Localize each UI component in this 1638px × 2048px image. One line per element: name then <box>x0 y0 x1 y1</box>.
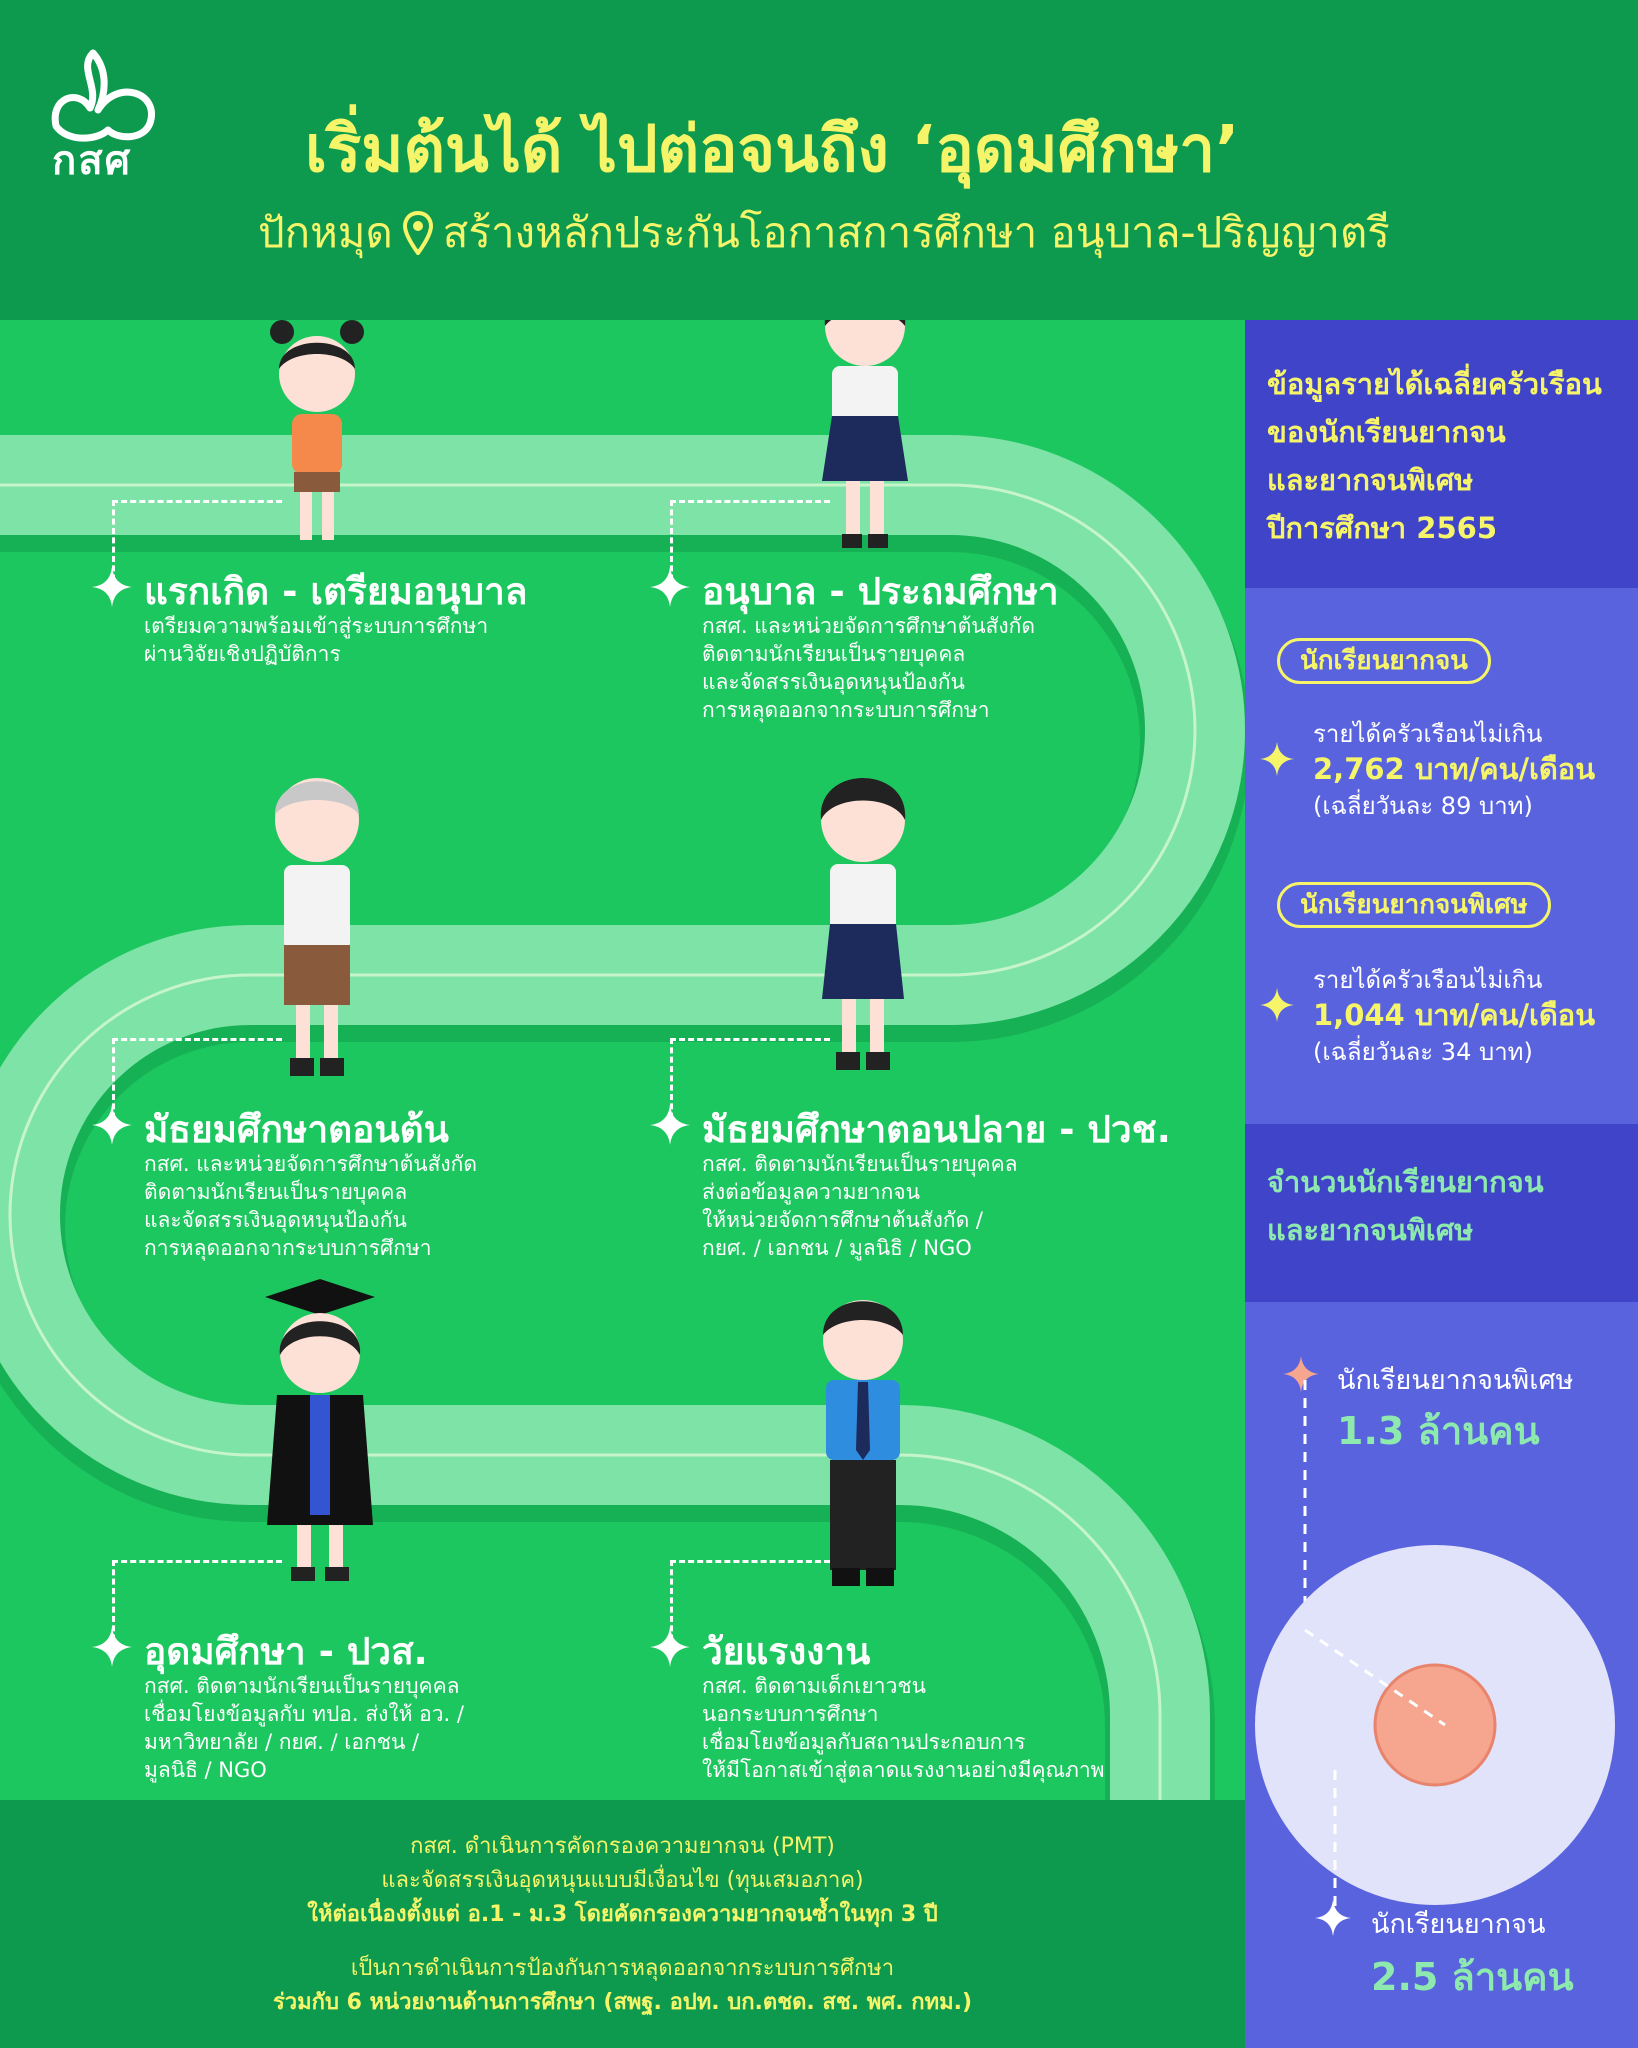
poor-income-note: (เฉลี่ยวันละ 89 บาท) <box>1313 792 1533 820</box>
extreme-pill: นักเรียนยากจนพิเศษ <box>1277 882 1551 928</box>
income-heading-line-3: และยากจนพิเศษ <box>1267 463 1474 497</box>
footer-line-4: เป็นการดำเนินการป้องกันการหลุดออกจากระบบ… <box>350 1956 895 1981</box>
connector-4 <box>670 1038 830 1128</box>
stage-desc-higher-education: กสศ. ติดตามนักเรียนเป็นรายบุคคล เชื่อมโย… <box>144 1674 464 1782</box>
footer: กสศ. ดำเนินการคัดกรองความยากจน (PMT) และ… <box>0 1800 1245 2048</box>
footer-line-1: กสศ. ดำเนินการคัดกรองความยากจน (PMT) <box>410 1834 835 1859</box>
count-extreme-label: นักเรียนยากจนพิเศษ <box>1337 1365 1574 1396</box>
sparkle-icon <box>650 1627 690 1667</box>
sparkle-icon <box>650 1105 690 1145</box>
toddler-figure <box>270 320 364 540</box>
logo-icon <box>51 49 155 142</box>
subtitle-prefix: ปักหมุด <box>258 208 393 257</box>
sparkle-icon <box>1315 1900 1351 1936</box>
count-heading-band <box>1245 1124 1638 1302</box>
sparkle-icon <box>92 567 132 607</box>
count-heading-line-2: และยากจนพิเศษ <box>1267 1213 1474 1247</box>
stage-title-primary: อนุบาล - ประถมศึกษา <box>702 570 1059 613</box>
lower-secondary-boy-figure <box>275 778 359 1076</box>
connector-2 <box>670 500 830 590</box>
side-panel: ข้อมูลรายได้เฉลี่ยครัวเรือน ของนักเรียนย… <box>1245 320 1638 2048</box>
count-poor-label: นักเรียนยากจน <box>1371 1909 1546 1940</box>
map-pin-icon <box>402 211 433 255</box>
poor-income-label: รายได้ครัวเรือนไม่เกิน <box>1313 720 1543 748</box>
extreme-circle <box>1373 1663 1497 1787</box>
winding-road <box>0 435 1245 1800</box>
income-heading-line-4: ปีการศึกษา 2565 <box>1267 511 1498 545</box>
upper-secondary-girl-figure <box>820 778 906 1070</box>
stage-desc-upper-secondary: กสศ. ติดตามนักเรียนเป็นรายบุคคล ส่งต่อข้… <box>702 1152 1018 1260</box>
primary-student-figure <box>822 320 908 548</box>
page-title: เริ่มต้นได้ ไปต่อจนถึง ‘อุดมศึกษา’ <box>305 113 1240 187</box>
sparkle-icon <box>92 1627 132 1667</box>
stage-title-lower-secondary: มัธยมศึกษาตอนต้น <box>144 1108 449 1151</box>
sparkle-icon <box>1260 988 1294 1022</box>
count-poor-value: 2.5 ล้านคน <box>1371 1955 1574 1999</box>
connector-1 <box>112 500 282 590</box>
stage-title-working-age: วัยแรงงาน <box>702 1630 871 1673</box>
footer-line-5: ร่วมกับ 6 หน่วยงานด้านการศึกษา (สพฐ. อปท… <box>272 1990 973 2015</box>
stage-title-upper-secondary: มัธยมศึกษาตอนปลาย - ปวช. <box>702 1108 1171 1151</box>
sparkle-icon <box>92 1105 132 1145</box>
extreme-income-label: รายได้ครัวเรือนไม่เกิน <box>1313 966 1543 994</box>
working-age-figure <box>823 1300 903 1586</box>
subtitle-main: สร้างหลักประกันโอกาสการศึกษา อนุบาล-ปริญ… <box>442 208 1390 257</box>
logo-text: กสศ <box>52 138 133 184</box>
connector-5 <box>112 1560 282 1650</box>
sparkle-icon <box>650 567 690 607</box>
count-heading-line-1: จำนวนนักเรียนยากจน <box>1267 1165 1544 1199</box>
stage-desc-birth: เตรียมความพร้อมเข้าสู่ระบบการศึกษา ผ่านว… <box>144 614 489 666</box>
poor-income-value: 2,762 บาท/คน/เดือน <box>1313 752 1596 786</box>
stage-title-birth: แรกเกิด - เตรียมอนุบาล <box>144 570 528 613</box>
income-heading-line-2: ของนักเรียนยากจน <box>1267 415 1506 449</box>
page-subtitle: ปักหมุด สร้างหลักประกันโอกาสการศึกษา อนุ… <box>258 200 1390 266</box>
income-heading-band <box>1245 320 1638 588</box>
sparkle-icon <box>1283 1356 1319 1392</box>
timeline-area: แรกเกิด - เตรียมอนุบาล เตรียมความพร้อมเข… <box>0 320 1245 1800</box>
stage-desc-primary: กสศ. และหน่วยจัดการศึกษาต้นสังกัด ติดตาม… <box>702 614 1036 722</box>
stage-title-higher-education: อุดมศึกษา - ปวส. <box>144 1630 428 1673</box>
graduate-figure <box>265 1279 375 1581</box>
footer-line-3: ให้ต่อเนื่องตั้งแต่ อ.1 - ม.3 โดยคัดกรอง… <box>307 1902 938 1927</box>
count-extreme-value: 1.3 ล้านคน <box>1337 1409 1540 1453</box>
header: กสศ เริ่มต้นได้ ไปต่อจนถึง ‘อุดมศึกษา’ ป… <box>0 0 1638 320</box>
poor-pill: นักเรียนยากจน <box>1277 638 1491 684</box>
stage-desc-lower-secondary: กสศ. และหน่วยจัดการศึกษาต้นสังกัด ติดตาม… <box>144 1152 478 1260</box>
sparkle-icon <box>1260 742 1294 776</box>
stage-desc-working-age: กสศ. ติดตามเด็กเยาวชน นอกระบบการศึกษา เช… <box>702 1674 1105 1782</box>
population-circles <box>1255 1380 1615 1920</box>
income-heading-line-1: ข้อมูลรายได้เฉลี่ยครัวเรือน <box>1267 367 1602 401</box>
footer-line-2: และจัดสรรเงินอุดหนุนแบบมีเงื่อนไข (ทุนเส… <box>381 1868 864 1893</box>
connector-3 <box>112 1038 282 1128</box>
connector-6 <box>670 1560 830 1650</box>
extreme-income-value: 1,044 บาท/คน/เดือน <box>1313 998 1596 1032</box>
extreme-income-note: (เฉลี่ยวันละ 34 บาท) <box>1313 1038 1533 1066</box>
